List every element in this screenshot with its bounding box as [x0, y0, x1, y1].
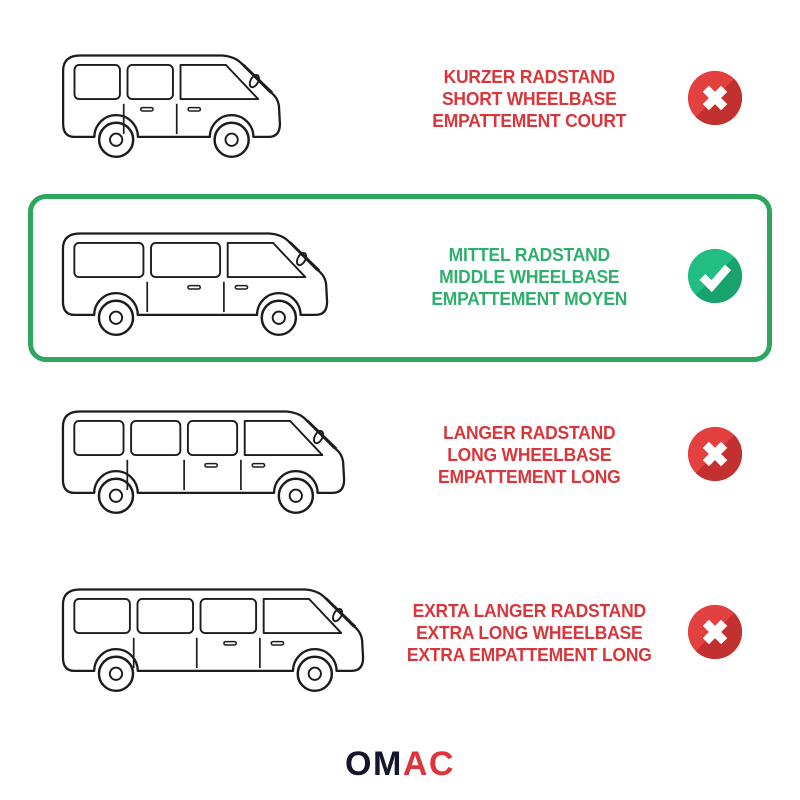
- label-line-en: SHORT WHEELBASE: [441, 89, 617, 110]
- label-line-fr: EMPATTEMENT MOYEN: [431, 288, 627, 309]
- icon-cell: [662, 425, 767, 488]
- van-extra-long-wheelbase-drawing: [53, 563, 374, 705]
- option-row-middle-wheelbase: MITTEL RADSTAND MIDDLE WHEELBASE EMPATTE…: [28, 194, 772, 362]
- label-line-en: EXTRA LONG WHEELBASE: [415, 623, 643, 644]
- van-cell: [33, 29, 396, 171]
- label-line-en: MIDDLE WHEELBASE: [438, 267, 620, 288]
- label-line-en: LONG WHEELBASE: [446, 445, 612, 466]
- option-label-long: LANGER RADSTAND LONG WHEELBASE EMPATTEME…: [400, 423, 659, 489]
- option-row-short-wheelbase: KURZER RADSTAND SHORT WHEELBASE EMPATTEM…: [28, 16, 772, 184]
- van-cell: [33, 385, 396, 527]
- label-line-fr: EMPATTEMENT LONG: [437, 466, 621, 487]
- x-icon: [686, 603, 744, 666]
- van-short-wheelbase-drawing: [53, 29, 291, 171]
- icon-cell: [662, 247, 767, 310]
- option-label-middle: MITTEL RADSTAND MIDDLE WHEELBASE EMPATTE…: [400, 245, 659, 311]
- van-long-wheelbase-drawing: [53, 385, 355, 527]
- label-line-fr: EMPATTEMENT COURT: [432, 110, 626, 131]
- label-line-fr: EXTRA EMPATTEMENT LONG: [406, 644, 652, 665]
- label-line-de: EXRTA LANGER RADSTAND: [412, 601, 646, 622]
- icon-cell: [662, 603, 767, 666]
- logo-text-ac: AC: [402, 744, 455, 783]
- x-icon: [686, 69, 744, 132]
- option-row-extra-long-wheelbase: EXRTA LANGER RADSTAND EXTRA LONG WHEELBA…: [28, 550, 772, 718]
- logo-text-om: OM: [345, 744, 403, 783]
- option-row-long-wheelbase: LANGER RADSTAND LONG WHEELBASE EMPATTEME…: [28, 372, 772, 540]
- option-label-short: KURZER RADSTAND SHORT WHEELBASE EMPATTEM…: [400, 67, 659, 133]
- van-cell: [33, 563, 396, 705]
- label-line-de: MITTEL RADSTAND: [448, 245, 610, 266]
- label-line-de: LANGER RADSTAND: [442, 423, 616, 444]
- icon-cell: [662, 69, 767, 132]
- check-icon: [686, 247, 744, 310]
- x-icon: [686, 425, 744, 488]
- option-label-extra-long: EXRTA LANGER RADSTAND EXTRA LONG WHEELBA…: [400, 601, 659, 667]
- label-line-de: KURZER RADSTAND: [443, 67, 615, 88]
- van-middle-wheelbase-drawing: [53, 207, 338, 349]
- option-rows: KURZER RADSTAND SHORT WHEELBASE EMPATTEM…: [28, 16, 772, 718]
- van-cell: [33, 207, 396, 349]
